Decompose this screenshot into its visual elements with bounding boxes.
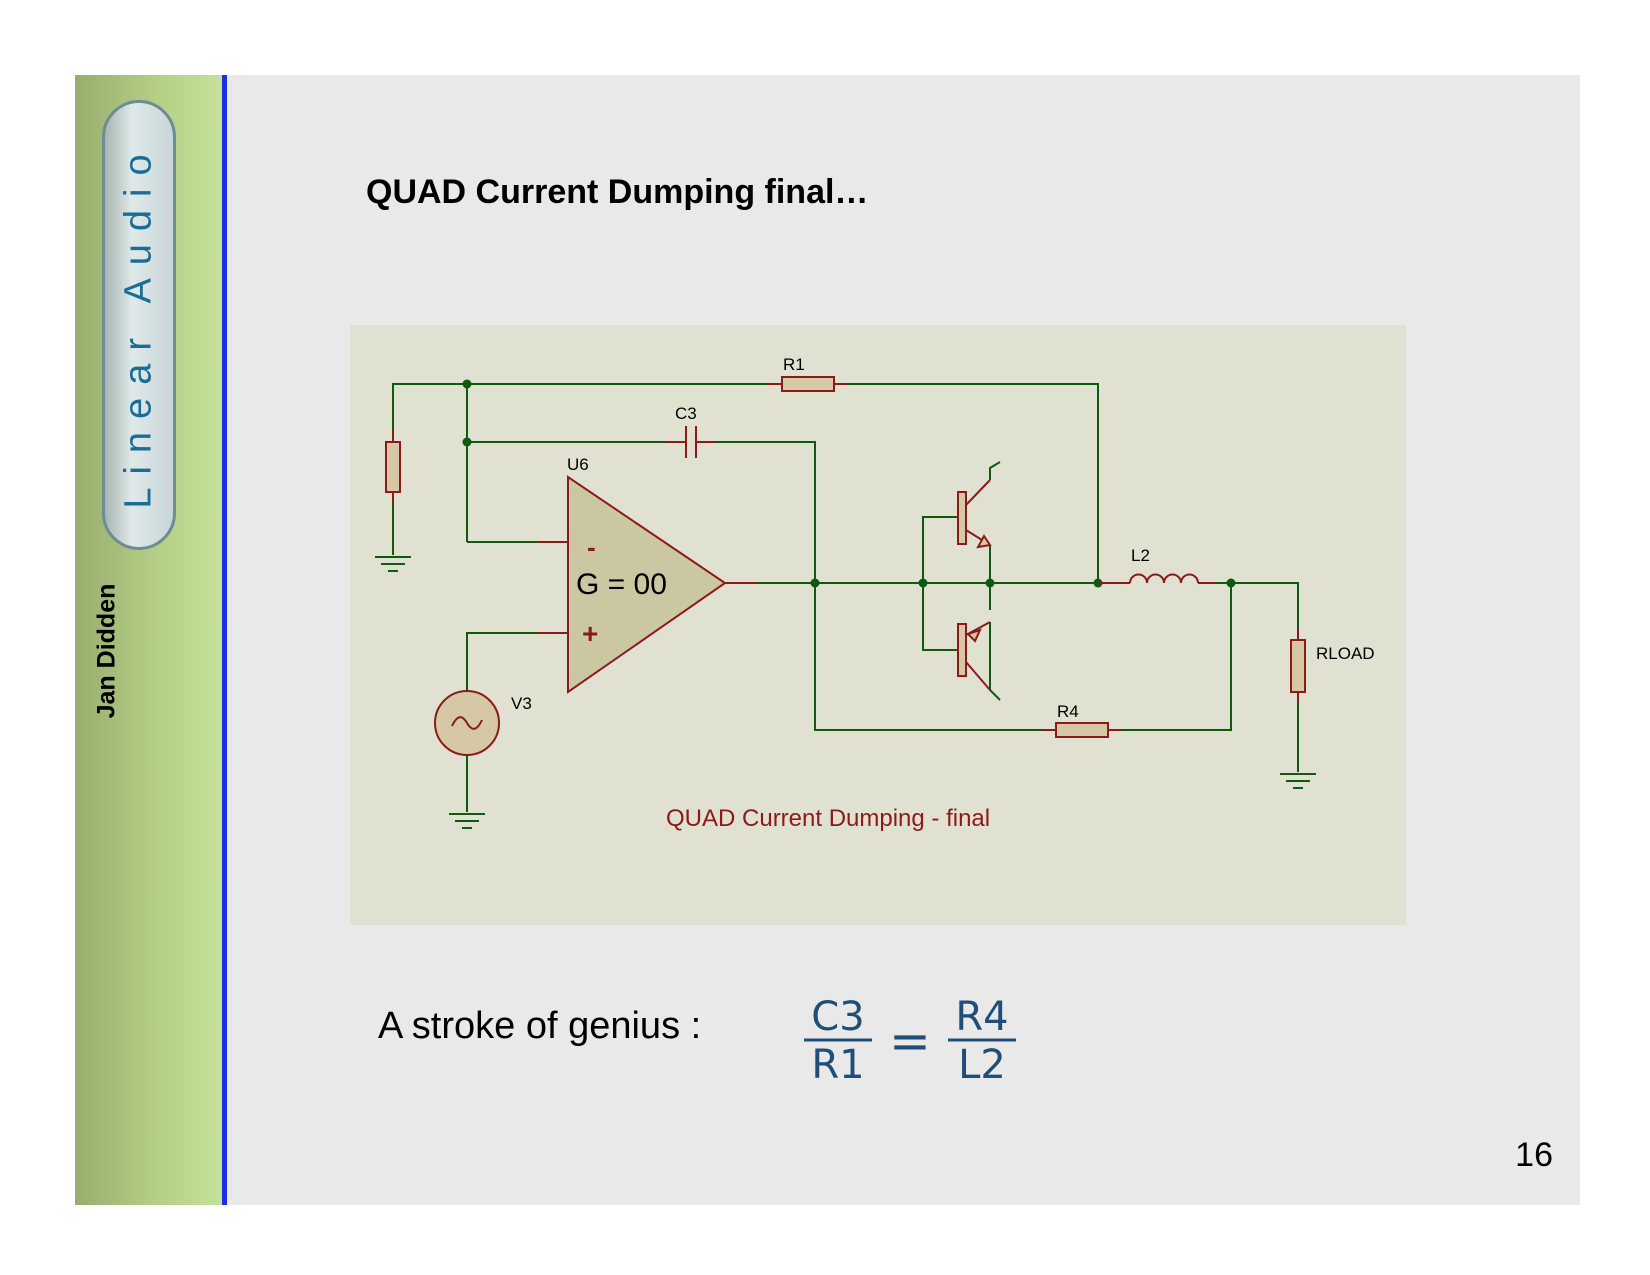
schematic-caption: QUAD Current Dumping - final bbox=[666, 805, 990, 832]
brand-badge bbox=[102, 100, 176, 550]
label-r1: R1 bbox=[783, 355, 805, 374]
resistor-left bbox=[385, 441, 401, 493]
transistor-pnp bbox=[955, 621, 991, 691]
label-r4: R4 bbox=[1057, 702, 1079, 721]
label-rload: RLOAD bbox=[1316, 644, 1375, 663]
label-u6: U6 bbox=[567, 455, 589, 474]
opamp-noninverting-sign: + bbox=[582, 618, 598, 649]
label-v3: V3 bbox=[511, 694, 532, 713]
inductor-l2 bbox=[1098, 573, 1216, 584]
opamp-inverting-sign: - bbox=[587, 532, 596, 562]
slide-title: QUAD Current Dumping final… bbox=[366, 173, 869, 211]
label-l2: L2 bbox=[1131, 546, 1150, 565]
resistor-r1 bbox=[781, 376, 835, 392]
opamp-u6 bbox=[537, 475, 757, 694]
label-c3: C3 bbox=[675, 404, 697, 423]
formula-right-numerator: R4 bbox=[955, 994, 1008, 1040]
resistor-rload bbox=[1290, 639, 1306, 693]
brand-logo-text: Linear Audio bbox=[117, 141, 160, 509]
ratio-formula: C3 R1 = R4 L2 bbox=[804, 994, 1016, 1088]
formula-equals: = bbox=[889, 1012, 931, 1070]
capacitor-c3 bbox=[665, 426, 715, 458]
ground-symbols bbox=[375, 556, 1316, 829]
slide-note: A stroke of genius : bbox=[378, 1005, 702, 1047]
circuit-schematic: - + G = 00 R1 C3 U6 L2 RLOAD R4 V3 QUAD … bbox=[350, 325, 1406, 925]
formula-left-numerator: C3 bbox=[811, 994, 864, 1040]
resistor-r4 bbox=[1055, 722, 1109, 738]
formula-right-denominator: L2 bbox=[958, 1042, 1006, 1088]
transistor-npn bbox=[955, 479, 992, 549]
sidebar-divider bbox=[222, 75, 227, 1205]
junctions bbox=[462, 379, 1236, 588]
author-name: Jan Didden bbox=[92, 583, 121, 719]
resistors bbox=[385, 376, 1306, 738]
page-number: 16 bbox=[1515, 1136, 1553, 1174]
opamp-gain-label: G = 00 bbox=[576, 568, 667, 601]
formula-left-denominator: R1 bbox=[811, 1042, 864, 1088]
schematic-panel bbox=[350, 325, 1406, 925]
ac-source-v3 bbox=[434, 690, 500, 756]
